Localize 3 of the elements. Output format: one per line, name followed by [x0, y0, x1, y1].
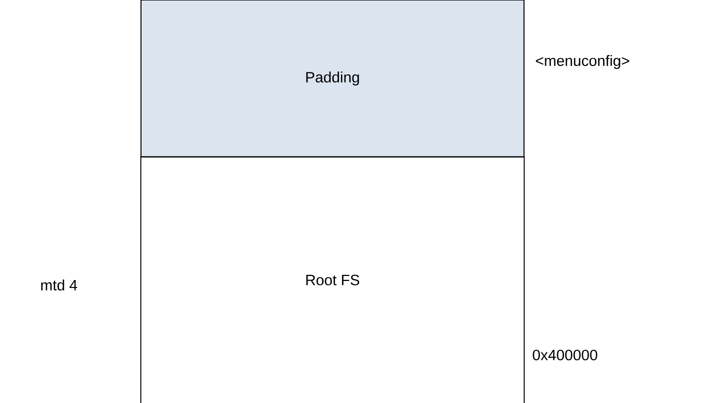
- memory-region: Root FS: [140, 156, 525, 403]
- region-label: mtd 4: [41, 280, 78, 290]
- memory-region: Padding: [140, 0, 524, 158]
